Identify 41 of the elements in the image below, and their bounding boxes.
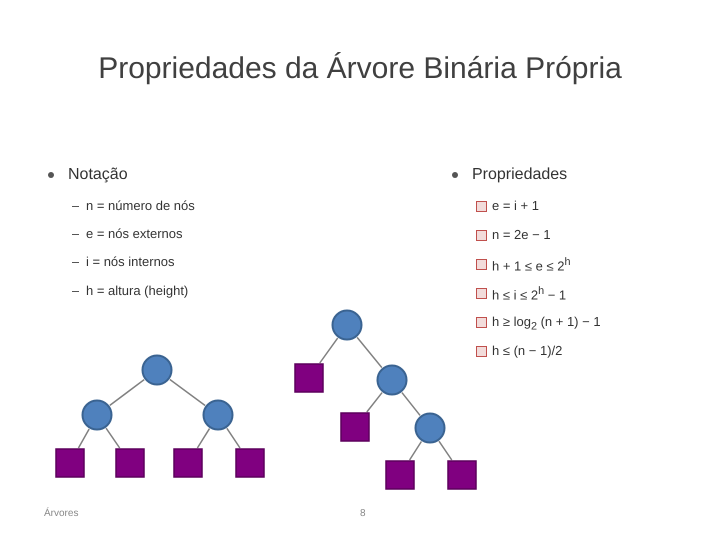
- tree-edge: [366, 392, 383, 412]
- tree-edge: [356, 336, 382, 368]
- slide-title: Propriedades da Árvore Binária Própria: [97, 52, 623, 86]
- tree-node-circle: [202, 399, 234, 431]
- leaf-node-square: [294, 363, 324, 393]
- list-item: h = altura (height): [86, 283, 188, 298]
- leaf-node-square: [385, 460, 415, 490]
- list-item: e = i + 1: [492, 198, 539, 213]
- tree-edge: [109, 379, 145, 406]
- leaf-node-square: [447, 460, 477, 490]
- leaf-node-square: [55, 448, 85, 478]
- tree-node-circle: [331, 309, 363, 341]
- list-item: i = nós internos: [86, 254, 175, 269]
- tree-node-circle: [414, 412, 446, 444]
- tree-edge: [226, 428, 241, 448]
- list-item: h ≤ i ≤ 2$^{h}$ − 1: [492, 285, 566, 302]
- tree-edge: [105, 428, 120, 448]
- list-item: n = 2e − 1: [492, 227, 551, 242]
- section-heading: Notação: [68, 166, 128, 184]
- list-item: h ≤ (n − 1)/2: [492, 343, 562, 358]
- tree-edge: [196, 428, 210, 448]
- tree-edge: [319, 338, 338, 364]
- leaf-node-square: [340, 412, 370, 442]
- tree-node-circle: [376, 364, 408, 396]
- section-heading: Propriedades: [472, 166, 568, 184]
- tree-edge: [78, 428, 90, 448]
- list-item: e = nós externos: [86, 226, 182, 241]
- tree-edge: [438, 440, 452, 460]
- leaf-node-square: [235, 448, 265, 478]
- tree-node-circle: [141, 354, 173, 386]
- tree-edge: [169, 378, 206, 406]
- footer-text: Árvores: [44, 508, 78, 519]
- page-number: 8: [360, 508, 366, 519]
- list-item: h + 1 ≤ e ≤ 2$^{h}$: [492, 256, 570, 274]
- list-item: h ≥ log$_{2}$ (n + 1) − 1: [492, 314, 601, 333]
- tree-edge: [408, 441, 422, 460]
- tree-edge: [401, 392, 421, 416]
- leaf-node-square: [115, 448, 145, 478]
- list-item: n = número de nós: [86, 198, 195, 213]
- tree-node-circle: [81, 399, 113, 431]
- leaf-node-square: [173, 448, 203, 478]
